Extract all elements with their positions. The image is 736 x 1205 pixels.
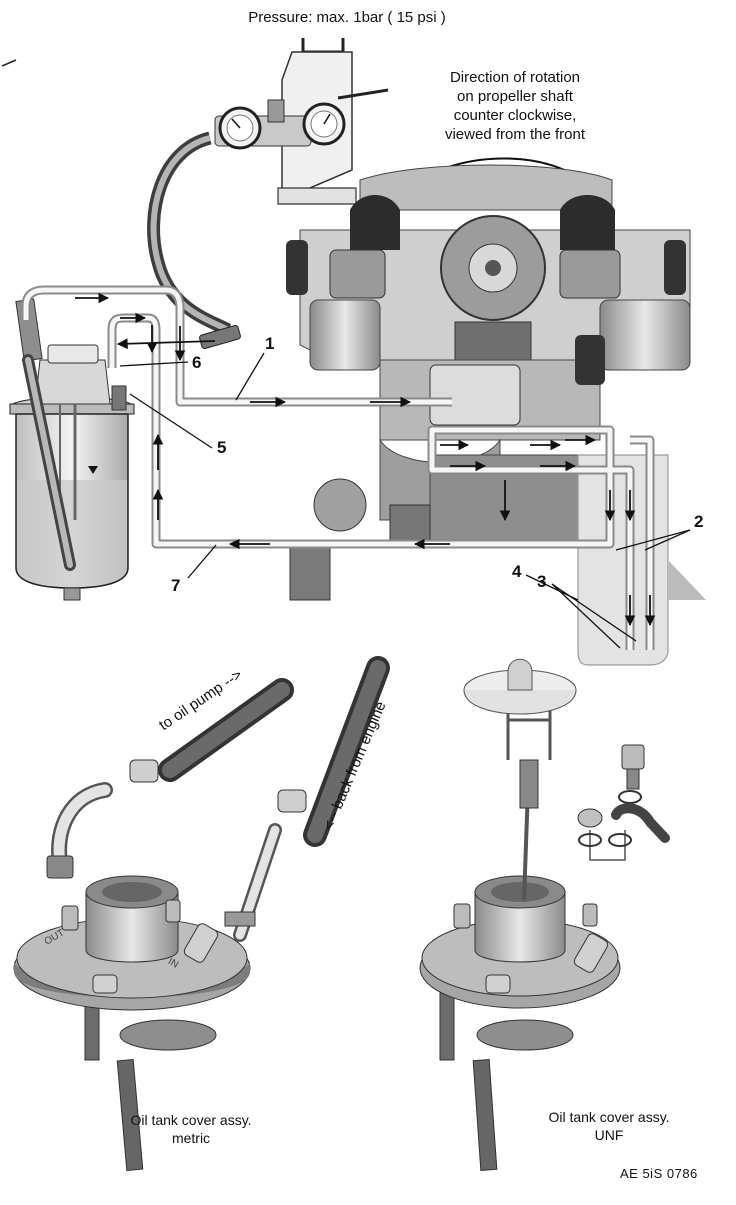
caption-line: UNF xyxy=(594,1127,624,1143)
callout-6: 6 xyxy=(192,353,202,372)
callout-2: 2 xyxy=(694,512,704,531)
oil-level xyxy=(17,480,127,587)
caption-line: Oil tank cover assy. xyxy=(548,1109,670,1125)
filler-cap xyxy=(463,658,577,715)
metric-cover-caption: Oil tank cover assy. metric xyxy=(116,1111,266,1147)
rotation-note-line: counter clockwise, xyxy=(453,107,577,124)
rotation-note-line: viewed from the front xyxy=(444,126,586,143)
air-hose xyxy=(147,131,232,336)
unf-cover-caption: Oil tank cover assy. UNF xyxy=(534,1108,684,1144)
callout-4: 4 xyxy=(512,562,522,581)
hose-back-from-engine xyxy=(303,656,390,847)
tank-cover-metric xyxy=(13,875,251,1172)
engine xyxy=(286,164,691,601)
corner-mark xyxy=(1,59,17,67)
rotation-note-line: Direction of rotation xyxy=(449,69,581,86)
straight-fitting xyxy=(224,823,282,942)
document-reference: AE 5iS 0786 xyxy=(620,1166,698,1181)
pressure-gauge-assembly xyxy=(214,38,389,205)
unf-small-parts xyxy=(577,744,670,847)
flow-arrows xyxy=(75,292,656,627)
hose-fitting xyxy=(199,324,241,350)
elbow-fitting xyxy=(46,782,113,879)
oil-level-mark xyxy=(88,466,98,474)
oil-collector xyxy=(577,454,706,666)
rotation-note: Direction of rotation on propeller shaft… xyxy=(390,68,640,144)
callout-5: 5 xyxy=(217,438,227,457)
hose-to-oil-pump xyxy=(158,678,294,782)
leader-lines xyxy=(119,352,691,649)
pressure-label: Pressure: max. 1bar ( 15 psi ) xyxy=(248,9,446,26)
caption-line: Oil tank cover assy. xyxy=(130,1112,252,1128)
oil-tank xyxy=(9,298,135,601)
callout-3: 3 xyxy=(537,572,547,591)
caption-line: metric xyxy=(171,1130,211,1146)
oil-lines xyxy=(21,285,655,650)
rotation-note-line: on propeller shaft xyxy=(457,88,573,105)
callout-7: 7 xyxy=(171,576,181,595)
hose-clamps xyxy=(129,759,307,813)
callout-1: 1 xyxy=(265,334,275,353)
tank-cover-unf xyxy=(419,698,626,1171)
